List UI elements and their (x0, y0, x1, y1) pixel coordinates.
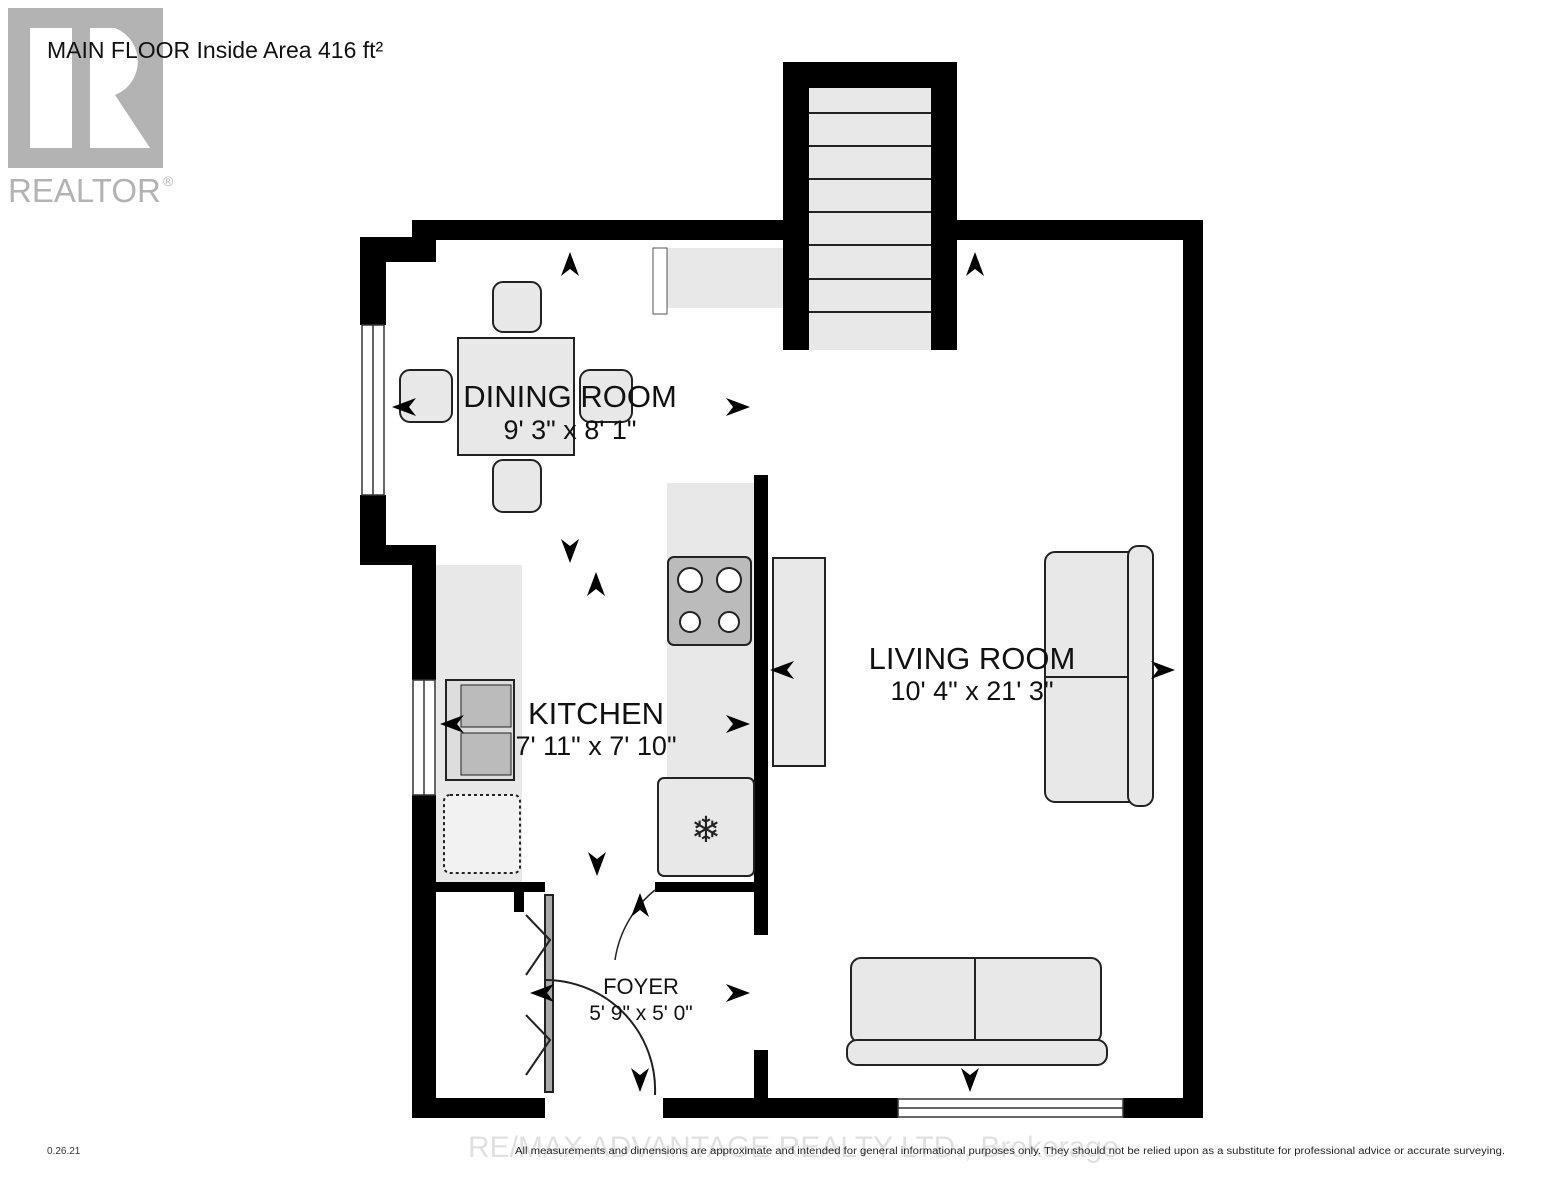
room-dim-foyer: 5' 9" x 5' 0" (589, 1002, 692, 1025)
doors (525, 889, 657, 1096)
staircase (652, 88, 931, 350)
room-dim-dining: 9' 3" x 8' 1" (503, 415, 636, 445)
room-name-kitchen: KITCHEN (528, 696, 664, 731)
realtor-logo: REALTOR ® (8, 8, 174, 209)
windows (361, 324, 1124, 1118)
living-furniture (772, 545, 1154, 1066)
kitchen-fixtures: ❄ (436, 483, 755, 882)
brokerage-watermark: RE/MAX ADVANTAGE REALTY LTD., Brokerage (468, 1131, 1119, 1164)
direction-arrows (392, 252, 1175, 1092)
floor-title: MAIN FLOOR Inside Area 416 ft² (47, 37, 384, 63)
room-name-foyer: FOYER (603, 974, 679, 999)
refrigerator-icon (657, 777, 755, 877)
version-label: 0.26.21 (47, 1146, 81, 1157)
svg-text:®: ® (163, 173, 174, 189)
room-name-living: LIVING ROOM (869, 641, 1076, 676)
disclaimer: All measurements and dimensions are appr… (515, 1146, 1505, 1157)
svg-text:REALTOR: REALTOR (8, 172, 161, 209)
svg-text:❄: ❄ (691, 809, 721, 850)
stove-icon (667, 556, 752, 646)
walls (360, 62, 1203, 1118)
dishwasher-icon (443, 794, 521, 874)
room-dim-kitchen: 7' 11" x 7' 10" (515, 731, 676, 761)
room-name-dining: DINING ROOM (463, 379, 677, 414)
dining-table (399, 281, 633, 513)
room-dim-living: 10' 4" x 21' 3" (890, 676, 1053, 706)
